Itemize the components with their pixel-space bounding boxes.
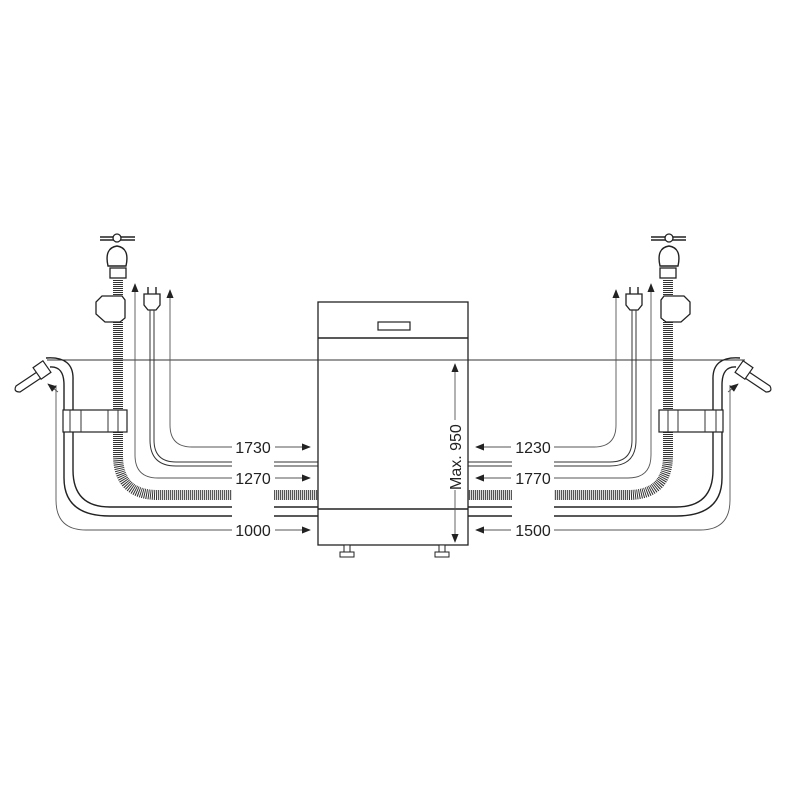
left-side-connections [15,234,331,530]
height-label: Max. 950 [448,424,465,490]
left-drain-hose-length: 1000 [235,523,271,540]
control-display [377,321,411,331]
right-drain-hose-length: 1500 [515,523,551,540]
dishwasher-foot-right [434,544,450,558]
right-inlet-hose-length: 1770 [515,471,551,488]
left-inlet-hose-length: 1270 [235,471,271,488]
dishwasher-foot-left [339,544,355,558]
right-side-connections [455,234,771,530]
right-power-cord-length: 1230 [515,440,551,457]
dishwasher: Max. 950 [317,301,469,558]
left-power-cord-length: 1730 [235,440,271,457]
